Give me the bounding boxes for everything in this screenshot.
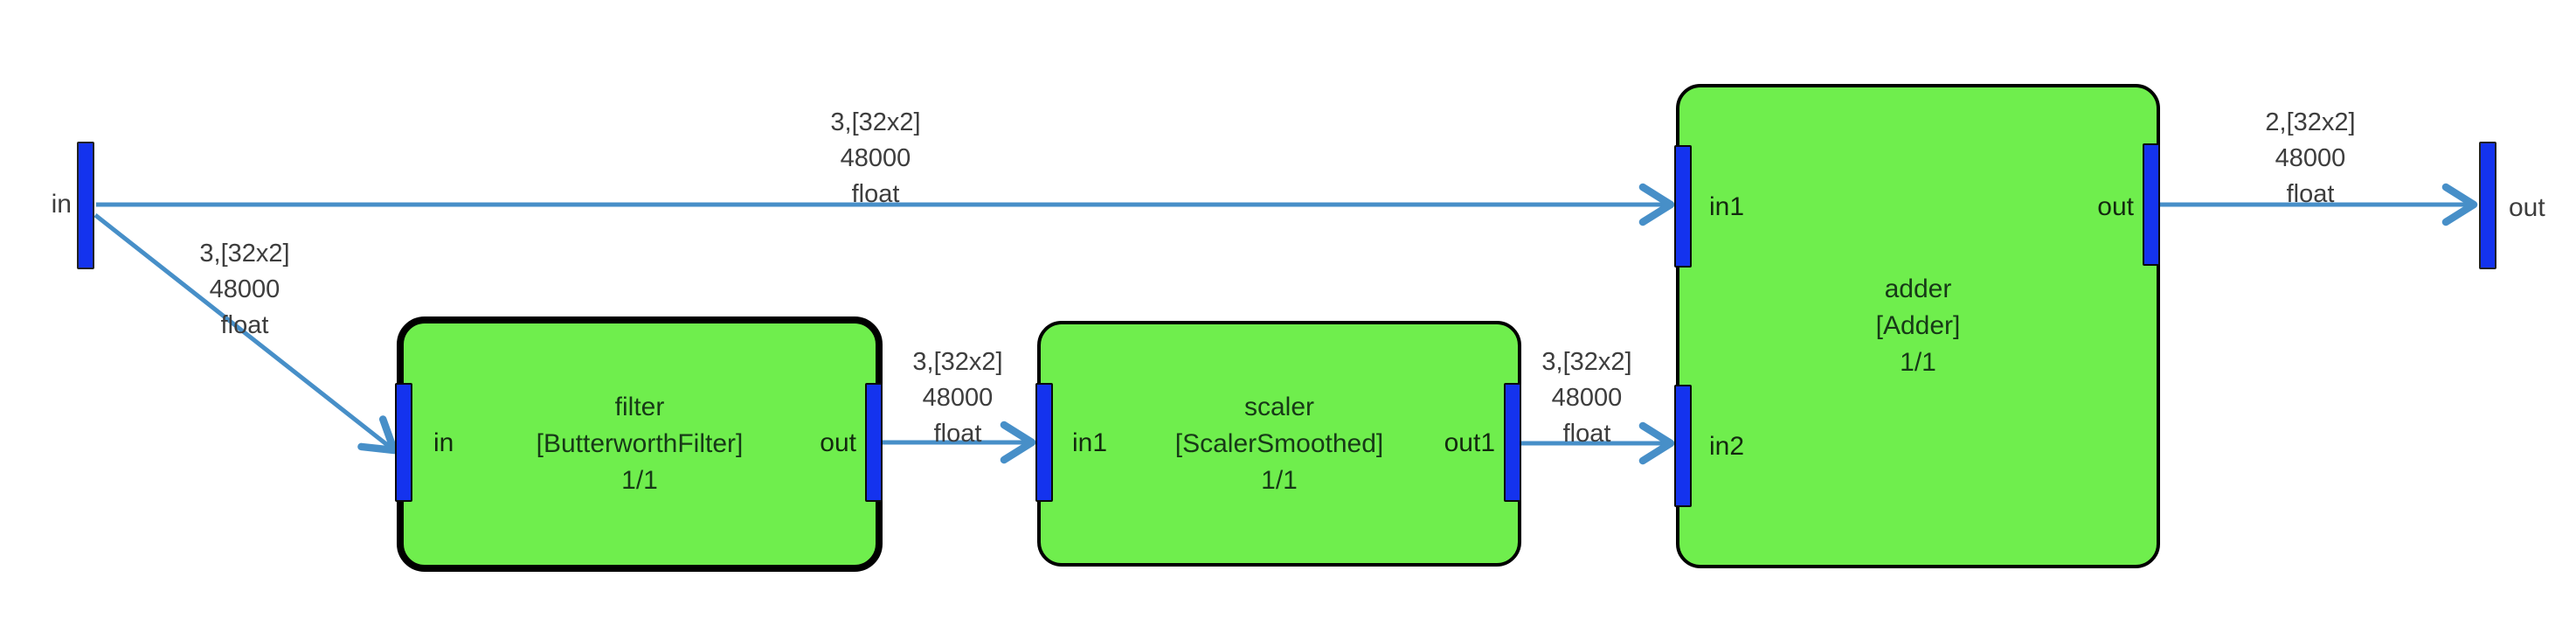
port-filter-in-label: in: [433, 428, 454, 457]
edge-dims: 2,[32x2]: [2265, 108, 2356, 136]
edge-rate: 48000: [840, 144, 911, 172]
edge-label-filter-to-scaler: 3,[32x2] 48000 float: [853, 344, 1063, 452]
port-scaler-in1[interactable]: [1035, 383, 1053, 502]
edge-in-to-filter-in[interactable]: [93, 213, 398, 455]
edge-dims: 3,[32x2]: [912, 348, 1003, 376]
port-filter-in[interactable]: [395, 383, 412, 502]
output-terminal-out[interactable]: [2479, 142, 2496, 269]
port-adder-out[interactable]: [2143, 143, 2160, 266]
edge-rate: 48000: [209, 275, 280, 303]
output-terminal-label: out: [2509, 193, 2545, 222]
port-adder-in1-label: in1: [1709, 192, 1745, 221]
edge-dims: 3,[32x2]: [830, 108, 921, 136]
port-scaler-in1-label: in1: [1072, 428, 1108, 457]
edge-dtype: float: [933, 420, 982, 448]
block-filter[interactable]: [397, 316, 883, 572]
input-terminal-in[interactable]: [77, 142, 94, 269]
edge-rate: 48000: [1551, 384, 1623, 412]
edge-dims: 3,[32x2]: [199, 240, 290, 268]
edge-label-in-to-adder-in1: 3,[32x2] 48000 float: [771, 105, 980, 212]
block-adder[interactable]: [1676, 84, 2160, 568]
port-filter-out-label: out: [820, 428, 856, 457]
edge-label-in-to-filter-in: 3,[32x2] 48000 float: [140, 236, 350, 344]
block-scaler[interactable]: [1037, 321, 1521, 567]
port-adder-in1[interactable]: [1674, 145, 1692, 268]
edge-dtype: float: [1562, 420, 1611, 448]
edge-label-adder-to-out: 2,[32x2] 48000 float: [2206, 105, 2415, 212]
port-adder-in2-label: in2: [1709, 432, 1745, 461]
edge-dtype: float: [851, 180, 900, 208]
edge-dtype: float: [2286, 180, 2335, 208]
input-terminal-label: in: [51, 190, 72, 219]
edge-dims: 3,[32x2]: [1541, 348, 1632, 376]
edge-label-scaler-to-adder: 3,[32x2] 48000 float: [1482, 344, 1692, 452]
port-scaler-out1-label: out1: [1444, 428, 1495, 457]
edge-dtype: float: [220, 311, 269, 339]
port-adder-out-label: out: [2097, 192, 2134, 221]
port-filter-out[interactable]: [865, 383, 883, 502]
edge-rate: 48000: [2275, 144, 2346, 172]
port-scaler-out1[interactable]: [1504, 383, 1521, 502]
port-adder-in2[interactable]: [1674, 385, 1692, 507]
edge-rate: 48000: [922, 384, 994, 412]
